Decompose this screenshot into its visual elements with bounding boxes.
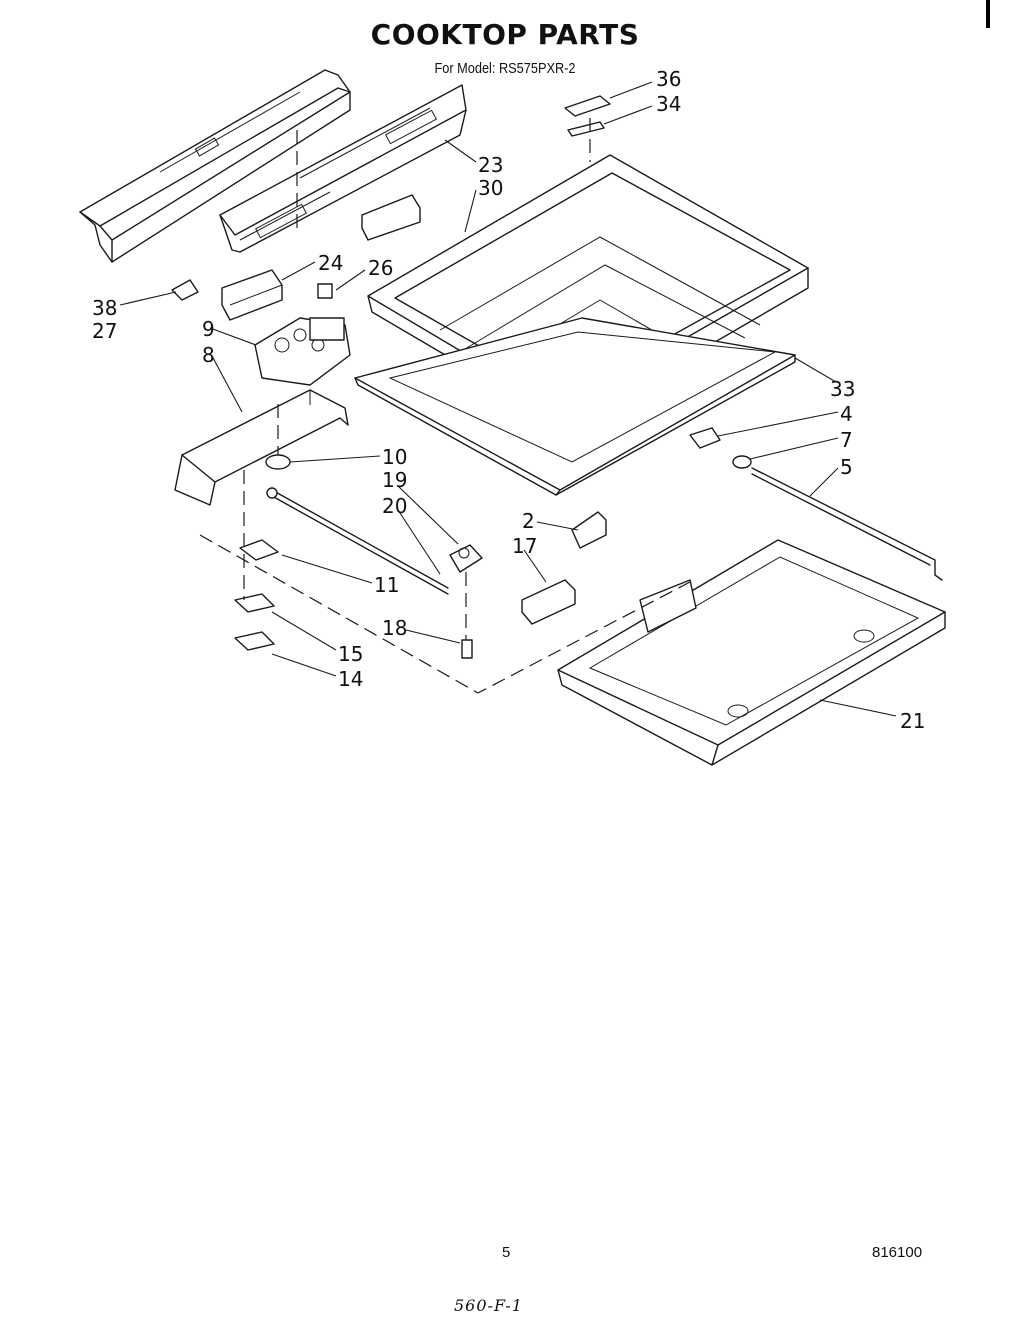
- callout-5: 5: [840, 455, 853, 479]
- callout-11: 11: [374, 573, 399, 597]
- callout-38: 38: [92, 296, 117, 320]
- mounting-bracket: [174, 389, 349, 506]
- bracket-15: [234, 593, 275, 613]
- callout-30: 30: [478, 176, 503, 200]
- document-number: 816100: [872, 1244, 923, 1261]
- callout-15: 15: [338, 642, 363, 666]
- assembly-guide-lines: [199, 118, 691, 694]
- callout-21: 21: [900, 709, 925, 733]
- terminal-block-upper: [361, 194, 421, 241]
- clip-26: [317, 283, 333, 299]
- leader-lines: [119, 81, 897, 717]
- margin-mark: [986, 0, 990, 28]
- callout-33: 33: [830, 377, 855, 401]
- terminal-block-24: [221, 269, 283, 321]
- callout-17: 17: [512, 534, 537, 558]
- bracket-36-34: [564, 95, 611, 137]
- screw-18: [461, 639, 473, 659]
- fitting-19: [449, 544, 483, 640]
- plate-11: [239, 539, 279, 561]
- cooktop-gasket: [354, 317, 796, 496]
- page-number: 5: [502, 1244, 511, 1261]
- burner-base-tray: [557, 539, 946, 766]
- callout-18: 18: [382, 616, 407, 640]
- callout-4: 4: [840, 402, 853, 426]
- bracket-2: [571, 511, 607, 549]
- clip-38-27: [171, 279, 199, 301]
- callout-14: 14: [338, 667, 363, 691]
- valve-switch-assembly: [254, 317, 351, 386]
- handwritten-note: 560-F-1: [454, 1296, 523, 1315]
- callout-20: 20: [382, 494, 407, 518]
- bracket-17: [521, 579, 576, 625]
- callout-8: 8: [202, 343, 215, 367]
- callout-24: 24: [318, 251, 343, 275]
- callout-7: 7: [840, 428, 853, 452]
- callout-26: 26: [368, 256, 393, 280]
- callout-36: 36: [656, 67, 681, 91]
- igniter-4-7: [689, 427, 752, 469]
- callout-2: 2: [522, 509, 535, 533]
- wire-5: [751, 467, 943, 581]
- callout-19: 19: [382, 468, 407, 492]
- callout-27: 27: [92, 319, 117, 343]
- callout-34: 34: [656, 92, 681, 116]
- callout-labels: 36 34 23 30 24 26 38 27 9 8 10 19 20 11 …: [92, 67, 925, 733]
- page-title: COOKTOP PARTS: [370, 18, 640, 51]
- callout-9: 9: [202, 317, 215, 341]
- knob-10: [265, 454, 291, 470]
- callout-10: 10: [382, 445, 407, 469]
- bracket-14: [234, 631, 275, 651]
- spark-rod-20: [266, 487, 449, 595]
- control-backplate: [219, 84, 467, 253]
- model-subtitle: For Model: RS575PXR-2: [434, 60, 576, 77]
- back-trim-panel: [79, 69, 351, 263]
- callout-23: 23: [478, 153, 503, 177]
